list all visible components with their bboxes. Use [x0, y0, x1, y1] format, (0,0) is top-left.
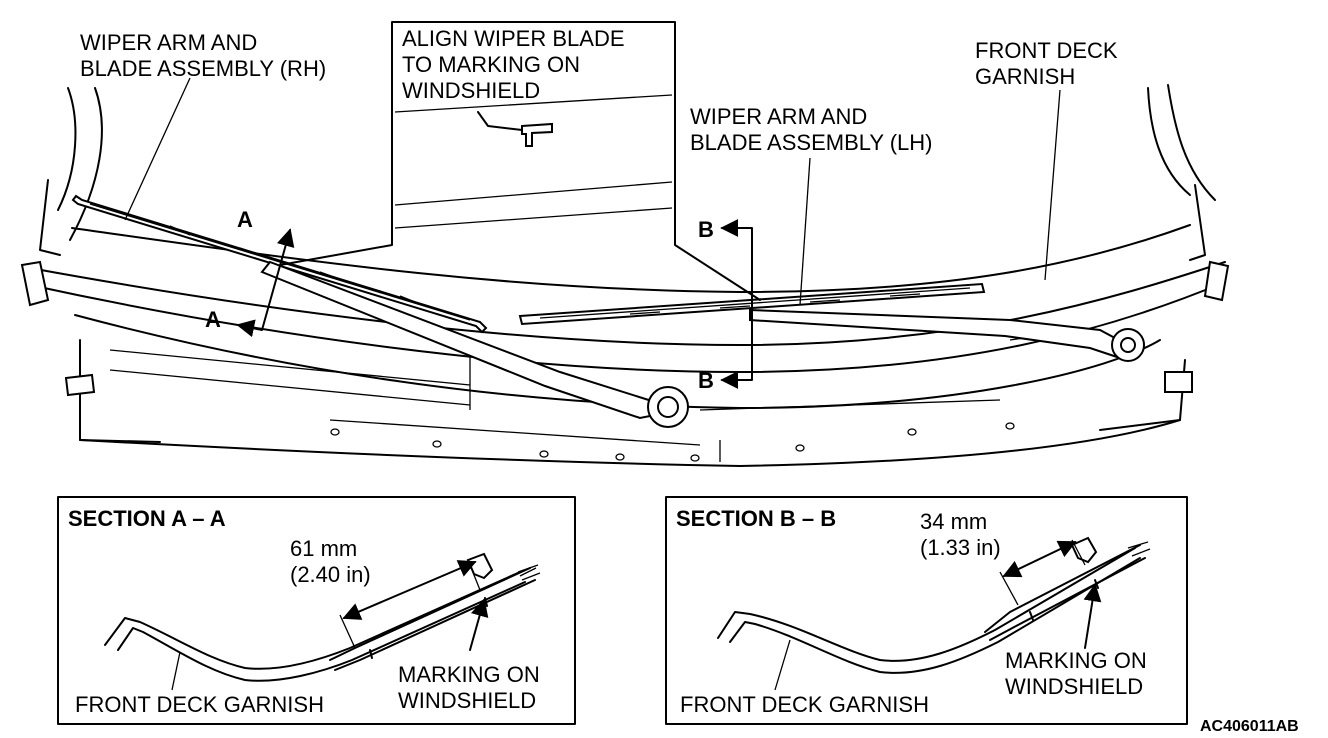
section-b-garnish-profile	[717, 547, 1141, 674]
label-align-line1: ALIGN WIPER BLADE	[402, 26, 625, 51]
deck-bottom-edge	[79, 419, 1181, 443]
right-bracket	[1203, 260, 1230, 302]
marker-b-top: B	[698, 217, 714, 242]
figure-id: AC406011AB	[1200, 718, 1299, 735]
label-front-deck-line2: GARNISH	[975, 64, 1075, 89]
marker-b-bottom: B	[698, 368, 714, 393]
section-b-dimension-line	[1002, 540, 1077, 578]
section-b-windshield	[984, 544, 1146, 641]
leader-lines	[124, 77, 1061, 306]
section-a-garnish-label: FRONT DECK GARNISH	[75, 692, 324, 717]
section-a-dim-line1: 61 mm	[290, 536, 357, 561]
windshield-mark-icon	[521, 122, 553, 147]
section-a-marking-line2: WINDSHIELD	[398, 688, 536, 713]
section-b-clip-icon	[1070, 536, 1098, 564]
section-a-dim-line2: (2.40 in)	[290, 562, 371, 587]
align-marking-inset	[279, 21, 761, 301]
label-wiper-lh-line1: WIPER ARM AND	[690, 104, 867, 129]
label-align-line2: TO MARKING ON	[402, 52, 580, 77]
section-b-title: SECTION B – B	[676, 506, 836, 531]
section-b-dim-line2: (1.33 in)	[920, 535, 1001, 560]
marker-a-bottom: A	[205, 307, 221, 332]
section-a-garnish-profile	[104, 571, 526, 682]
section-b-garnish-label: FRONT DECK GARNISH	[680, 692, 929, 717]
marker-a-top: A	[237, 207, 253, 232]
section-markers	[236, 219, 753, 389]
right-tab	[1164, 371, 1193, 393]
wiper-assembly-lh	[518, 282, 1145, 362]
wiper-arm-lh	[749, 308, 1130, 360]
section-b-marking-line2: WINDSHIELD	[1005, 674, 1143, 699]
left-pillar	[39, 87, 103, 256]
label-wiper-rh-line2: BLADE ASSEMBLY (RH)	[80, 56, 326, 81]
section-a-marking-line1: MARKING ON	[398, 662, 540, 687]
section-a-clip-icon	[466, 552, 494, 580]
main-illustration	[20, 84, 1230, 467]
section-a-dimension-line	[342, 560, 477, 620]
label-wiper-rh-line1: WIPER ARM AND	[80, 30, 257, 55]
label-align-line3: WINDSHIELD	[402, 78, 540, 103]
left-tab	[64, 373, 96, 397]
label-wiper-lh-line2: BLADE ASSEMBLY (LH)	[690, 130, 933, 155]
section-b-marking-line1: MARKING ON	[1005, 648, 1147, 673]
section-b-dim-line1: 34 mm	[920, 509, 987, 534]
deck-garnish-low	[74, 314, 1161, 409]
section-b-panel: SECTION B – B 34 mm (1.33 in) FRONT DECK…	[665, 496, 1188, 725]
deck-lower-panel	[79, 339, 1186, 467]
left-bracket	[20, 260, 50, 307]
right-pillar	[1147, 84, 1216, 261]
section-a-panel: SECTION A – A 61 mm (2.40 in) FRONT DECK…	[57, 496, 576, 725]
mounting-holes	[330, 422, 1015, 462]
section-a-title: SECTION A – A	[68, 506, 226, 531]
windshield-lower-edge	[71, 224, 1191, 293]
label-front-deck-line1: FRONT DECK	[975, 38, 1118, 63]
